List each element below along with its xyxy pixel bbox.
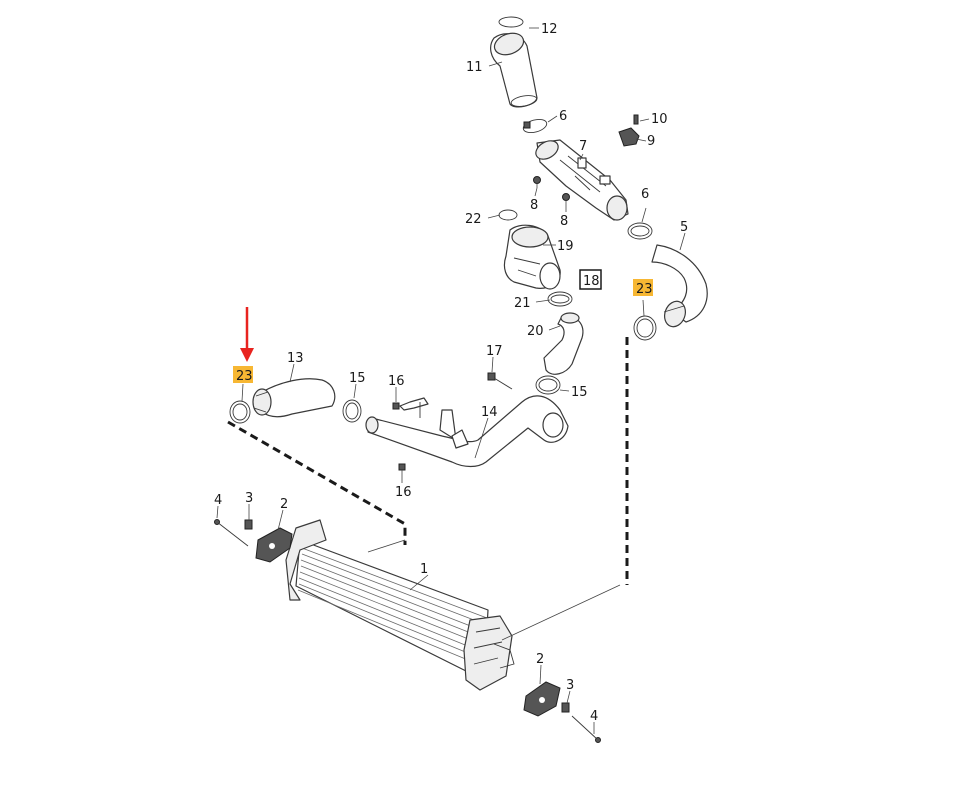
callout-15-right: 15 xyxy=(571,385,588,400)
part-3-bolt-lower xyxy=(561,702,570,713)
callout-20: 20 xyxy=(527,324,544,339)
part-2-bracket-lower xyxy=(523,681,561,717)
callout-2-lower: 2 xyxy=(536,652,544,667)
part-22-gasket xyxy=(498,209,518,221)
callout-labels: 12 11 6 10 9 7 8 8 6 5 22 19 18 21 20 17… xyxy=(214,22,688,724)
intercooler-fins xyxy=(297,547,488,668)
callout-6-lower: 6 xyxy=(641,187,649,202)
callout-18: 18 xyxy=(583,274,600,289)
callout-14: 14 xyxy=(481,405,498,420)
dashed-line-left xyxy=(227,420,407,545)
part-23-o-ring-left xyxy=(229,400,251,424)
callout-10: 10 xyxy=(651,112,668,127)
callout-19: 19 xyxy=(557,239,574,254)
highlight-23-left xyxy=(233,366,253,383)
part-17-bolt xyxy=(487,372,513,390)
part-2-bracket-upper xyxy=(255,527,293,563)
callout-12: 12 xyxy=(541,22,558,37)
callout-8-right: 8 xyxy=(560,214,568,229)
part-4-stud-lower xyxy=(571,715,601,743)
part-6-clamp-lower xyxy=(627,222,653,240)
part-23-o-ring-right xyxy=(633,315,657,341)
callout-21: 21 xyxy=(514,296,531,311)
callout-16-upper: 16 xyxy=(388,374,405,389)
callout-4-upper: 4 xyxy=(214,493,222,508)
callout-8-left: 8 xyxy=(530,198,538,213)
part-7-housing xyxy=(535,139,629,221)
leader-lines xyxy=(216,27,686,734)
part-13-hose xyxy=(252,378,336,418)
callout-15-left: 15 xyxy=(349,371,366,386)
part-9-sensor xyxy=(618,127,640,147)
part-12-gasket xyxy=(498,16,524,28)
callout-16-lower: 16 xyxy=(395,485,412,500)
callout-7: 7 xyxy=(579,139,587,154)
red-arrow-icon xyxy=(240,307,254,362)
part-10-screw xyxy=(633,114,639,125)
part-3-bolt-upper xyxy=(244,519,253,530)
callout-6-upper: 6 xyxy=(559,109,567,124)
part-11-inlet-pipe xyxy=(490,32,538,108)
part-15-clamp-left xyxy=(342,399,362,423)
callout-23-left: 23 xyxy=(236,369,253,384)
callout-3-upper: 3 xyxy=(245,491,253,506)
callout-2-upper: 2 xyxy=(280,497,288,512)
part-1-intercooler xyxy=(285,519,515,691)
callout-1: 1 xyxy=(420,562,428,577)
part-21-clamp xyxy=(547,291,573,307)
callout-11: 11 xyxy=(466,60,483,75)
callout-17: 17 xyxy=(486,344,503,359)
highlight-23-right xyxy=(633,279,653,296)
part-20-hose xyxy=(543,312,584,375)
part-4-stud-upper xyxy=(214,519,249,547)
part-14-pipe xyxy=(365,395,569,468)
part-19-throttle-housing xyxy=(503,224,561,290)
callout-23-right: 23 xyxy=(636,282,653,297)
part-18-box xyxy=(579,269,602,290)
callout-3-lower: 3 xyxy=(566,678,574,693)
part-5-hose xyxy=(651,244,708,328)
part-8-bolt-a xyxy=(533,176,541,188)
callout-5: 5 xyxy=(680,220,688,235)
callout-9: 9 xyxy=(647,134,655,149)
part-6-clamp-upper xyxy=(522,118,548,134)
callout-13: 13 xyxy=(287,351,304,366)
callout-4-lower: 4 xyxy=(590,709,598,724)
part-8-bolt-b xyxy=(562,193,570,205)
part-15-clamp-right xyxy=(535,375,561,395)
callout-22: 22 xyxy=(465,212,482,227)
